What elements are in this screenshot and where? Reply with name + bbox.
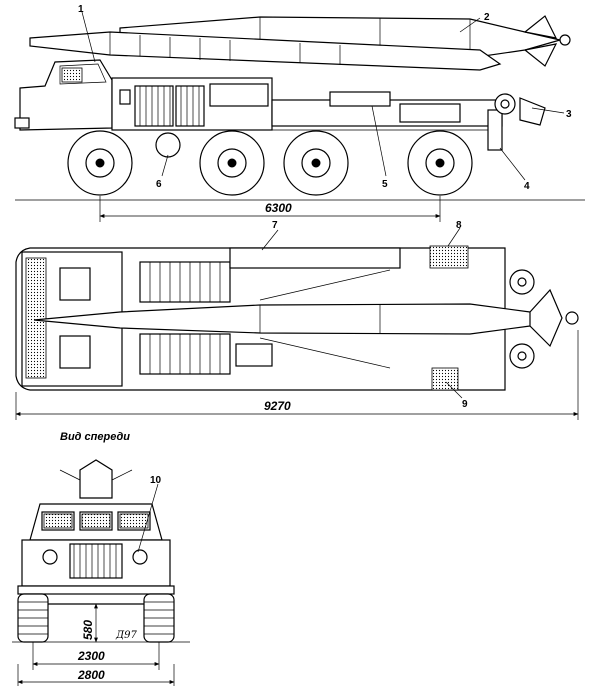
callout-1: 1 — [78, 4, 84, 15]
callout-7: 7 — [272, 220, 278, 231]
box-8 — [429, 245, 469, 269]
callout-4: 4 — [524, 181, 530, 192]
box-9 — [431, 367, 459, 391]
callout-10: 10 — [150, 475, 162, 486]
callout-5: 5 — [382, 179, 388, 190]
dim-clearance: 580 — [81, 620, 95, 640]
artist-signature: Д97 — [115, 630, 138, 641]
callout-8: 8 — [456, 220, 462, 231]
side-view: 1 2 3 4 5 6 6300 — [14, 4, 585, 222]
callout-9: 9 — [462, 399, 468, 410]
cab-side — [19, 59, 113, 131]
callout-2: 2 — [484, 12, 490, 23]
dim-track: 2300 — [77, 649, 105, 663]
callout-6: 6 — [156, 179, 162, 190]
dim-width: 2800 — [77, 668, 105, 682]
dim-length: 9270 — [264, 399, 291, 413]
callout-3: 3 — [566, 109, 572, 120]
front-view: Вид спереди — [12, 431, 190, 686]
dim-wheelbase: 6300 — [265, 201, 292, 215]
front-view-caption: Вид спереди — [60, 431, 130, 443]
top-view: 7 8 9 9270 — [15, 220, 579, 420]
spare-wheel — [155, 132, 181, 158]
wheels-side — [67, 130, 473, 196]
missile-top — [33, 288, 579, 348]
